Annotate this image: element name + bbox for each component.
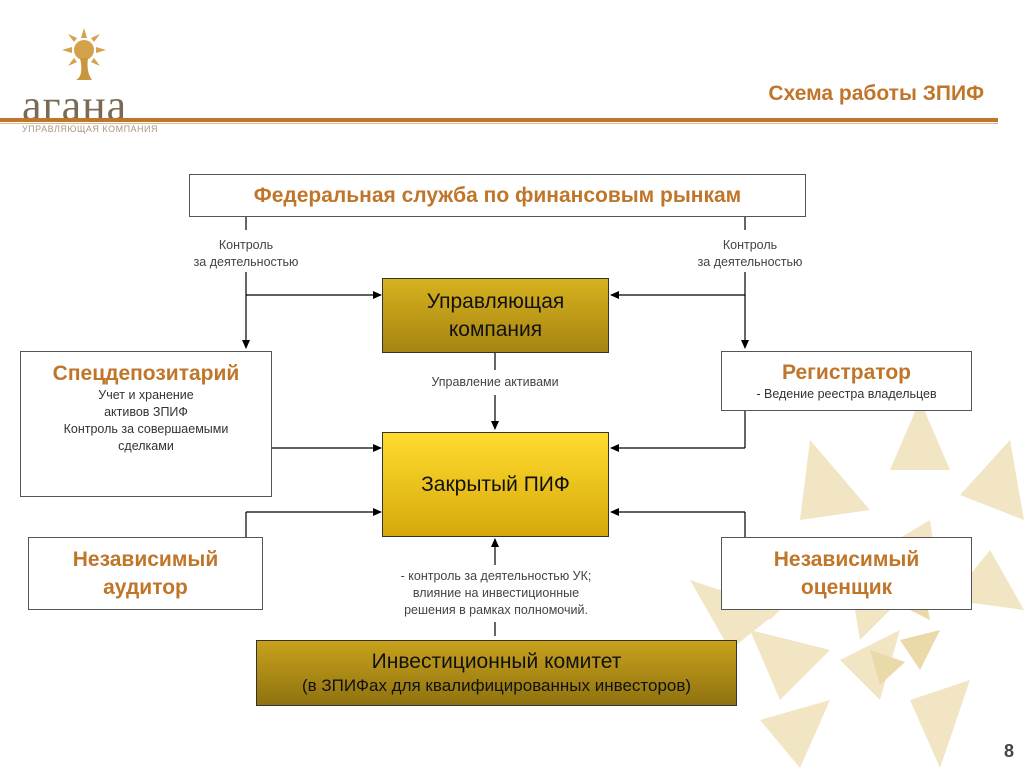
appraiser-line1: Независимый <box>773 548 920 571</box>
fsfr-box: Федеральная служба по финансовым рынкам <box>189 174 806 217</box>
investment-committee-subtitle: (в ЗПИФах для квалифицированных инвестор… <box>301 676 692 695</box>
control-right-line2: за деятельностью <box>697 255 803 269</box>
closed-fund-label: Закрытый ПИФ <box>421 473 570 496</box>
closed-fund-box: Закрытый ПИФ <box>382 432 609 537</box>
fsfr-label: Федеральная служба по финансовым рынкам <box>253 184 742 207</box>
registrar-title: Регистратор <box>782 361 911 384</box>
investment-committee-box: Инвестиционный комитет (в ЗПИФах для ква… <box>256 640 737 706</box>
investment-committee-title: Инвестиционный комитет <box>371 650 622 673</box>
page-number: 8 <box>1003 741 1014 761</box>
special-depositary-desc4: сделками <box>118 439 174 453</box>
sun-logo-icon <box>62 28 106 80</box>
special-depositary-desc2: активов ЗПИФ <box>104 405 188 419</box>
logo-subtitle: УПРАВЛЯЮЩАЯ КОМПАНИЯ <box>22 124 159 134</box>
control-left-note: Контроль за деятельностью <box>176 237 316 271</box>
slide-title: Схема работы ЗПИФ <box>768 82 984 105</box>
special-depositary-title: Спецдепозитарий <box>52 362 240 385</box>
registrar-desc: - Ведение реестра владельцев <box>756 387 937 401</box>
special-depositary-box: Спецдепозитарий Учет и хранение активов … <box>20 351 272 497</box>
asset-management-note: Управление активами <box>431 375 559 389</box>
control-right-note: Контроль за деятельностью <box>680 237 820 271</box>
auditor-box: Независимый аудитор <box>28 537 263 610</box>
control-left-line1: Контроль <box>218 238 274 252</box>
header-divider <box>0 118 998 122</box>
committee-note: - контроль за деятельностью УК; влияние … <box>380 568 612 619</box>
committee-note-line1: - контроль за деятельностью УК; <box>400 569 592 583</box>
header-divider-thin <box>0 123 998 124</box>
control-right-line1: Контроль <box>722 238 778 252</box>
appraiser-line2: оценщик <box>800 576 893 599</box>
special-depositary-desc1: Учет и хранение <box>98 388 194 402</box>
control-left-line2: за деятельностью <box>193 255 299 269</box>
appraiser-box: Независимый оценщик <box>721 537 972 610</box>
auditor-line1: Независимый <box>72 548 219 571</box>
auditor-line2: аудитор <box>103 576 188 599</box>
management-company-box: Управляющая компания <box>382 278 609 353</box>
committee-note-line3: решения в рамках полномочий. <box>404 603 588 617</box>
management-company-line2: компания <box>448 318 543 341</box>
registrar-box: Регистратор - Ведение реестра владельцев <box>721 351 972 411</box>
committee-note-line2: влияние на инвестиционные <box>412 586 580 600</box>
management-company-line1: Управляющая <box>426 290 565 313</box>
special-depositary-desc3: Контроль за совершаемыми <box>63 422 229 436</box>
